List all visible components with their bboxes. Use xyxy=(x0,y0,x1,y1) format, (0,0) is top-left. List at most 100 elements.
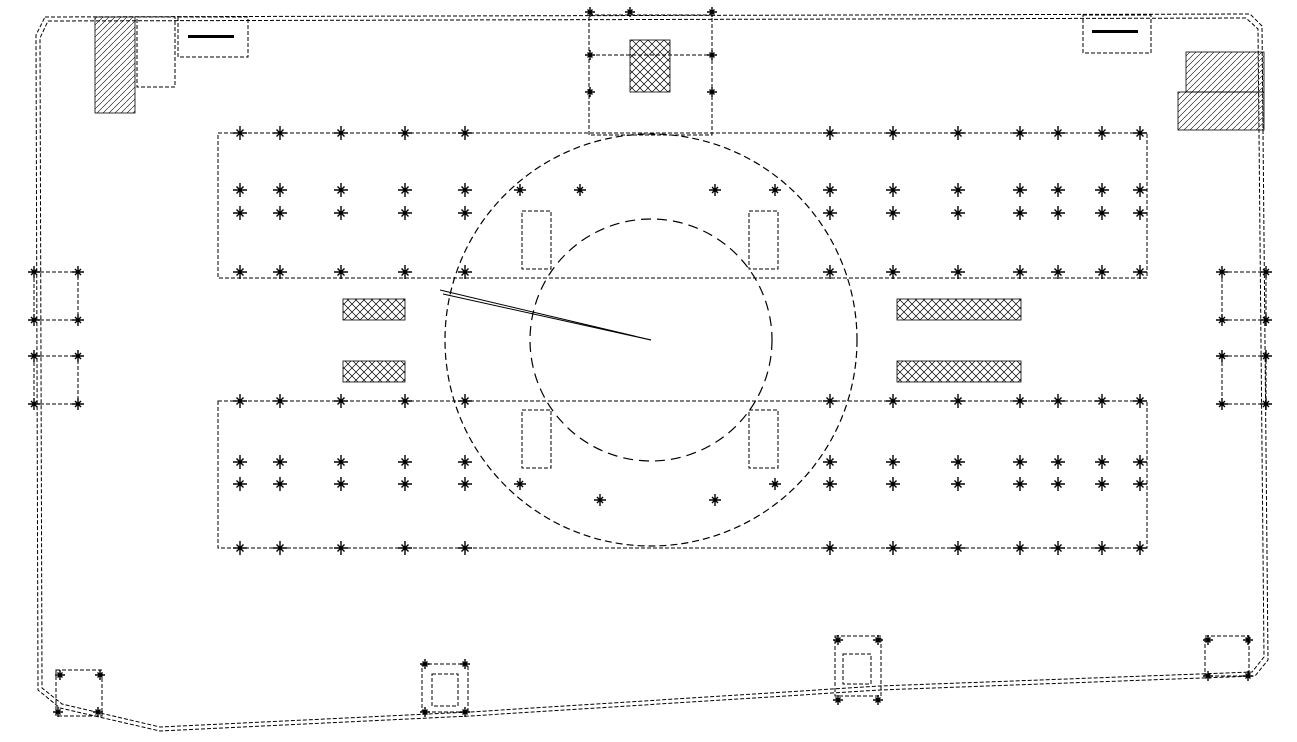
central-rotunda xyxy=(439,133,858,547)
column-marker xyxy=(1260,314,1272,326)
column-marker xyxy=(1216,266,1228,278)
top-right-hatched-block xyxy=(1082,14,1265,131)
column-marker xyxy=(823,541,837,555)
rotunda-side-rooms xyxy=(521,210,779,469)
column-marker xyxy=(823,477,837,491)
column-marker xyxy=(951,183,965,197)
column-marker xyxy=(460,707,470,717)
column-marker xyxy=(334,126,348,140)
column-marker xyxy=(273,394,287,408)
column-marker xyxy=(334,206,348,220)
column-marker xyxy=(707,50,717,60)
column-marker xyxy=(233,394,247,408)
top-left-hatched-block xyxy=(94,16,249,114)
upper-hall xyxy=(217,132,1148,279)
column-marker xyxy=(585,7,595,17)
column-marker xyxy=(1216,314,1228,326)
column-marker xyxy=(823,265,837,279)
column-marker xyxy=(1260,398,1272,410)
column-marker xyxy=(398,265,412,279)
column-marker xyxy=(28,266,40,278)
column-marker xyxy=(458,206,472,220)
column-marker xyxy=(53,707,63,717)
column-marker xyxy=(334,455,348,469)
column-marker xyxy=(833,635,843,645)
column-marker xyxy=(1095,183,1109,197)
column-marker xyxy=(1133,394,1147,408)
column-marker xyxy=(873,635,883,645)
column-marker xyxy=(1203,635,1213,645)
column-marker xyxy=(273,183,287,197)
column-marker xyxy=(233,265,247,279)
column-marker xyxy=(1216,350,1228,362)
column-marker xyxy=(769,478,781,490)
column-marker xyxy=(334,265,348,279)
column-marker xyxy=(28,350,40,362)
column-marker xyxy=(458,394,472,408)
column-marker xyxy=(1013,541,1027,555)
column-marker xyxy=(72,350,84,362)
column-marker xyxy=(95,670,105,680)
column-marker xyxy=(951,394,965,408)
column-marker xyxy=(1051,183,1065,197)
column-marker xyxy=(1133,126,1147,140)
column-marker xyxy=(1051,541,1065,555)
column-marker xyxy=(233,477,247,491)
column-marker xyxy=(886,455,900,469)
column-marker xyxy=(72,266,84,278)
column-marker xyxy=(1051,394,1065,408)
column-marker xyxy=(1243,671,1253,681)
column-marker xyxy=(1095,126,1109,140)
column-marker xyxy=(951,541,965,555)
column-marker xyxy=(233,541,247,555)
column-marker xyxy=(585,87,595,97)
column-marker xyxy=(233,126,247,140)
left-side-pavilion xyxy=(33,271,79,405)
column-marker xyxy=(1095,394,1109,408)
column-marker xyxy=(1133,206,1147,220)
column-marker xyxy=(233,183,247,197)
column-marker xyxy=(1260,266,1272,278)
crosshatch-panels xyxy=(342,298,1022,383)
column-marker xyxy=(823,455,837,469)
column-marker xyxy=(886,206,900,220)
column-marker xyxy=(1133,541,1147,555)
column-marker xyxy=(273,265,287,279)
column-marker xyxy=(28,314,40,326)
column-marker xyxy=(1051,126,1065,140)
column-marker xyxy=(951,126,965,140)
top-entrance-stair xyxy=(588,14,713,136)
column-marker xyxy=(1095,541,1109,555)
column-marker xyxy=(1095,206,1109,220)
column-marker xyxy=(273,455,287,469)
column-marker xyxy=(1051,477,1065,491)
column-marker xyxy=(398,183,412,197)
column-marker xyxy=(1013,183,1027,197)
column-marker xyxy=(458,265,472,279)
column-marker xyxy=(1051,265,1065,279)
column-marker xyxy=(886,126,900,140)
column-marker xyxy=(72,398,84,410)
column-marker xyxy=(951,265,965,279)
column-marker xyxy=(398,206,412,220)
column-marker xyxy=(769,184,781,196)
column-marker xyxy=(1051,455,1065,469)
column-marker xyxy=(1133,183,1147,197)
column-marker xyxy=(1013,394,1027,408)
column-marker xyxy=(574,184,586,196)
site-boundary-inner xyxy=(39,17,1265,728)
column-marker xyxy=(28,398,40,410)
column-marker xyxy=(460,659,470,669)
column-marker xyxy=(273,541,287,555)
column-marker xyxy=(707,7,717,17)
column-marker xyxy=(886,183,900,197)
column-marker xyxy=(273,477,287,491)
column-marker xyxy=(594,494,606,506)
column-marker xyxy=(886,394,900,408)
column-marker xyxy=(420,707,430,717)
column-marker xyxy=(1095,265,1109,279)
column-marker xyxy=(55,670,65,680)
column-marker xyxy=(1243,635,1253,645)
column-marker xyxy=(625,7,635,17)
column-marker xyxy=(334,394,348,408)
